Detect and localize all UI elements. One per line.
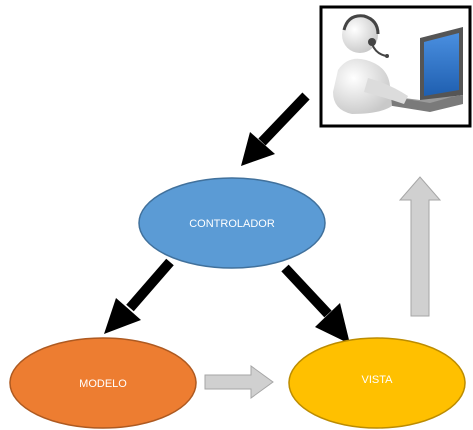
arrow-controller-to-view (281, 264, 350, 344)
view-label: VISTA (362, 374, 394, 386)
arrow-model-to-view (204, 365, 274, 399)
arrow-view-to-user (398, 176, 442, 317)
model-label: MODELO (79, 378, 127, 390)
user-with-headset-at-laptop-icon (319, 5, 472, 128)
arrow-controller-to-model (104, 258, 174, 334)
view-node: VISTA (288, 337, 466, 429)
model-node: MODELO (9, 337, 197, 429)
controller-node: CONTROLADOR (138, 177, 326, 269)
controller-label: CONTROLADOR (189, 218, 275, 230)
arrow-user-to-controller (241, 92, 310, 166)
